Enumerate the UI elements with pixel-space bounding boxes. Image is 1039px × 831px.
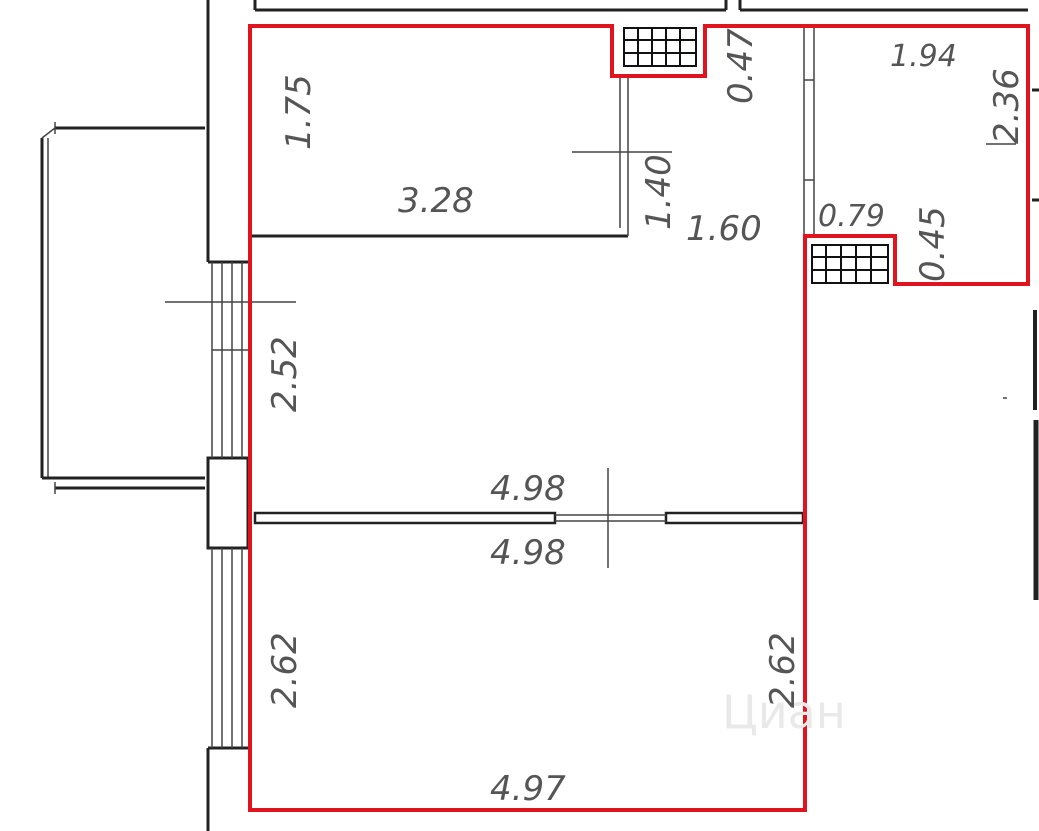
dim-partition-bottom: 4.98 <box>490 533 566 573</box>
vent-grille-top <box>623 27 697 67</box>
dim-corridor-top: 0.47 <box>721 28 761 104</box>
dim-bath-offset: 0.45 <box>913 206 953 282</box>
dim-bath-bottom: 0.79 <box>818 199 885 234</box>
dim-top-room-left: 1.75 <box>279 74 319 150</box>
watermark: Циан <box>722 685 846 739</box>
dim-middle-room-left: 2.52 <box>265 336 305 412</box>
interior-walls <box>252 28 1039 525</box>
apartment-outline <box>248 24 1030 812</box>
dim-corridor-width: 1.60 <box>686 209 762 249</box>
balcony <box>40 122 205 494</box>
dim-bath-top: 1.94 <box>890 39 957 74</box>
dim-bath-right: 2.36 <box>987 68 1027 144</box>
neighbour-walls-top <box>253 0 1028 12</box>
dim-bottom-room-right: 2.62 <box>763 632 803 708</box>
axis-markers <box>572 143 1016 568</box>
window-lower <box>211 548 243 748</box>
dim-top-room-bottom: 3.28 <box>398 181 474 221</box>
dim-partition-top: 4.98 <box>490 469 566 509</box>
dim-bottom-room-left: 2.62 <box>265 632 305 708</box>
dim-bottom-room-bottom: 4.97 <box>490 769 566 809</box>
dim-corridor-side: 1.40 <box>639 154 679 230</box>
right-edge-walls <box>1003 310 1039 600</box>
vent-grille-bath <box>811 244 889 284</box>
window-upper <box>165 262 296 458</box>
